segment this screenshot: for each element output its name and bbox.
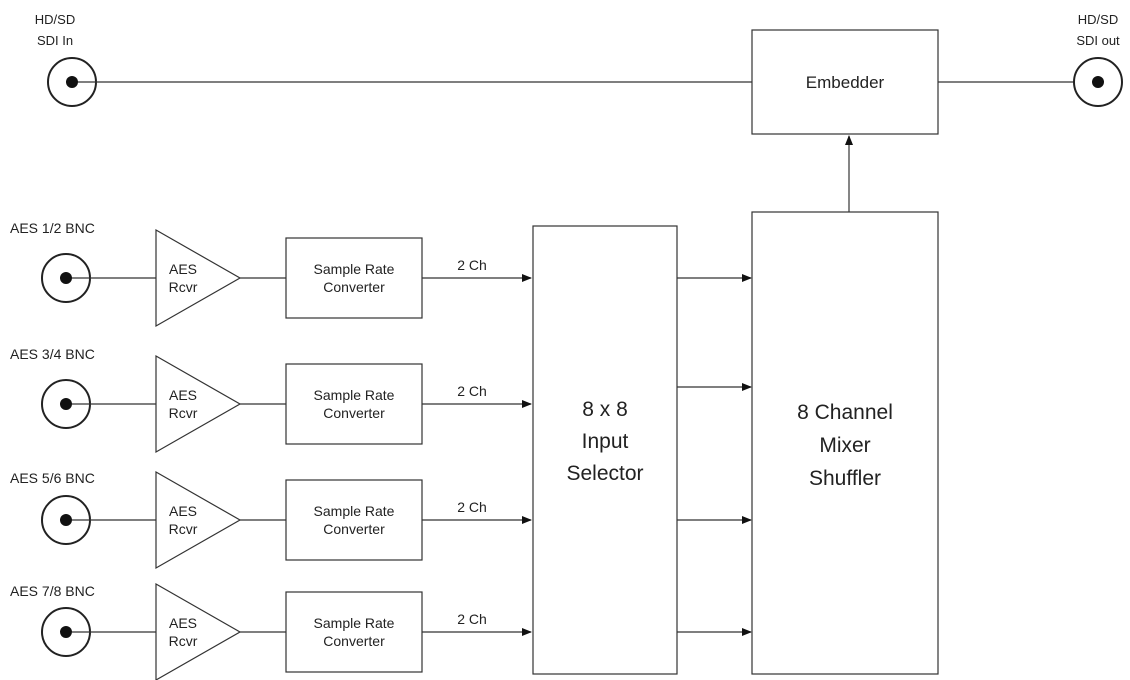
aes-receiver-amplifier: AES Rcvr <box>155 354 242 454</box>
converter-label-line2: Converter <box>323 279 385 295</box>
receiver-label-line1: AES <box>169 615 197 631</box>
converter-label-line1: Sample Rate <box>314 261 395 277</box>
channel-count-label: 2 Ch <box>457 611 487 627</box>
embedder-block: Embedder <box>751 29 939 135</box>
sdi-output-bnc-connector-icon <box>1073 57 1123 107</box>
converter-label-line2: Converter <box>323 405 385 421</box>
converter-label-line1: Sample Rate <box>314 387 395 403</box>
receiver-label-line2: Rcvr <box>169 279 198 295</box>
input-selector-line1: 8 x 8 <box>582 398 628 421</box>
aes-receiver-amplifier: AES Rcvr <box>155 228 242 328</box>
aes-bnc-connector-icon <box>41 253 91 303</box>
channel-count-label: 2 Ch <box>457 383 487 399</box>
aes-input-label: AES 1/2 BNC <box>10 220 95 236</box>
input-selector-line3: Selector <box>566 462 643 485</box>
mixer-shuffler-line2: Mixer <box>819 434 870 457</box>
converter-label-line2: Converter <box>323 633 385 649</box>
sdi-input-label-line1: HD/SD <box>35 12 75 27</box>
converter-label-line1: Sample Rate <box>314 615 395 631</box>
receiver-label-line1: AES <box>169 261 197 277</box>
embedder-label: Embedder <box>806 73 885 92</box>
receiver-label-line2: Rcvr <box>169 633 198 649</box>
sdi-output-label-line1: HD/SD <box>1078 12 1118 27</box>
aes-input-label: AES 7/8 BNC <box>10 583 95 599</box>
amplifier-triangle-icon <box>155 582 242 680</box>
mixer-shuffler-line3: Shuffler <box>809 467 881 490</box>
mixer-shuffler-block: 8 Channel Mixer Shuffler <box>751 211 939 675</box>
input-selector-line2: Input <box>582 430 629 453</box>
receiver-label-line1: AES <box>169 503 197 519</box>
converter-label-line1: Sample Rate <box>314 503 395 519</box>
receiver-label-line1: AES <box>169 387 197 403</box>
amplifier-triangle-icon <box>155 470 242 570</box>
aes-receiver-amplifier: AES Rcvr <box>155 470 242 570</box>
converter-label-line2: Converter <box>323 521 385 537</box>
sdi-input-label-line2: SDI In <box>37 33 73 48</box>
aes-receiver-amplifier: AES Rcvr <box>155 582 242 680</box>
selector-to-mixer-arrows <box>677 274 752 636</box>
mixer-shuffler-line1: 8 Channel <box>797 401 893 424</box>
input-selector-block: 8 x 8 Input Selector <box>532 225 678 675</box>
channel-count-label: 2 Ch <box>457 257 487 273</box>
channel-count-label: 2 Ch <box>457 499 487 515</box>
amplifier-triangle-icon <box>155 354 242 454</box>
receiver-label-line2: Rcvr <box>169 521 198 537</box>
aes-input-label: AES 3/4 BNC <box>10 346 95 362</box>
sdi-output-label-line2: SDI out <box>1076 33 1120 48</box>
amplifier-triangle-icon <box>155 228 242 328</box>
aes-input-label: AES 5/6 BNC <box>10 470 95 486</box>
receiver-label-line2: Rcvr <box>169 405 198 421</box>
